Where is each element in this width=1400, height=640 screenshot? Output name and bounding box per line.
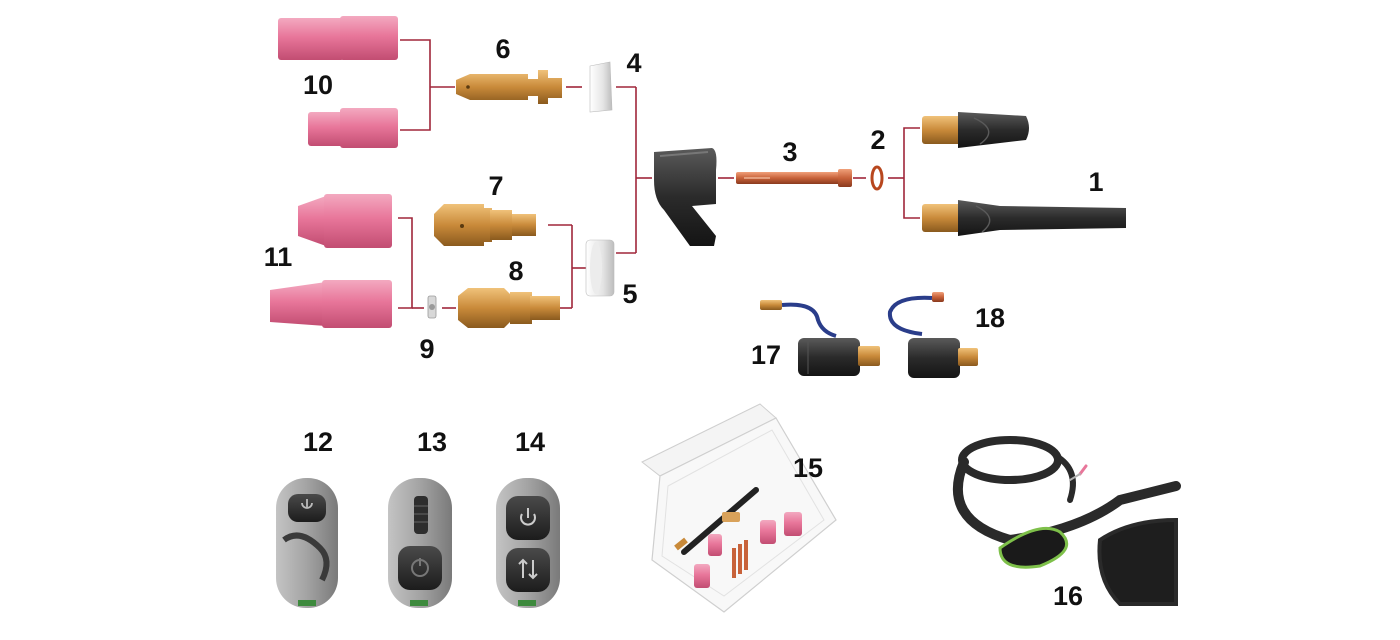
part-12-switch xyxy=(276,478,338,608)
part-number-labels: 1 2 3 4 5 6 7 8 9 10 11 12 13 14 15 16 1… xyxy=(264,34,1104,611)
label-8: 8 xyxy=(508,256,523,286)
part-13-switch xyxy=(388,478,452,608)
part-9-washer xyxy=(427,295,437,319)
label-3: 3 xyxy=(782,137,797,167)
label-16: 16 xyxy=(1053,581,1083,611)
part-17-adaptor xyxy=(760,300,880,376)
label-15: 15 xyxy=(793,453,823,483)
power-icon xyxy=(520,508,536,526)
part-16-hose-package xyxy=(952,436,1181,606)
part-2-o-ring xyxy=(870,165,884,191)
up-down-arrows-icon xyxy=(518,558,538,580)
label-1: 1 xyxy=(1088,167,1103,197)
part-18-adaptor xyxy=(887,292,978,378)
label-6: 6 xyxy=(495,34,510,64)
part-15-accessory-kit xyxy=(641,403,837,613)
label-2: 2 xyxy=(870,125,885,155)
label-12: 12 xyxy=(303,427,333,457)
power-icon xyxy=(411,558,429,577)
part-1-back-caps xyxy=(922,112,1126,236)
part-6-collet-body xyxy=(456,70,562,104)
wheel-icon xyxy=(414,496,428,534)
label-11: 11 xyxy=(264,242,293,272)
label-5: 5 xyxy=(622,279,637,309)
part-4-insulator xyxy=(589,61,613,113)
torch-head xyxy=(654,148,717,246)
part-7-gas-lens xyxy=(434,204,536,246)
part-3-collet xyxy=(736,169,852,187)
label-4: 4 xyxy=(626,48,641,78)
part-5-insulator-large xyxy=(585,239,615,297)
part-10-ceramic-nozzles xyxy=(278,16,398,148)
connector-lines xyxy=(398,39,920,309)
label-18: 18 xyxy=(975,303,1005,333)
part-14-switch xyxy=(496,478,560,608)
label-13: 13 xyxy=(417,427,447,457)
label-9: 9 xyxy=(419,334,434,364)
label-10: 10 xyxy=(303,70,333,100)
label-14: 14 xyxy=(515,427,545,457)
power-icon xyxy=(301,499,313,509)
part-8-gas-lens xyxy=(458,288,560,328)
label-17: 17 xyxy=(751,340,781,370)
label-7: 7 xyxy=(488,171,503,201)
part-11-ceramic-nozzles-large xyxy=(270,194,392,328)
